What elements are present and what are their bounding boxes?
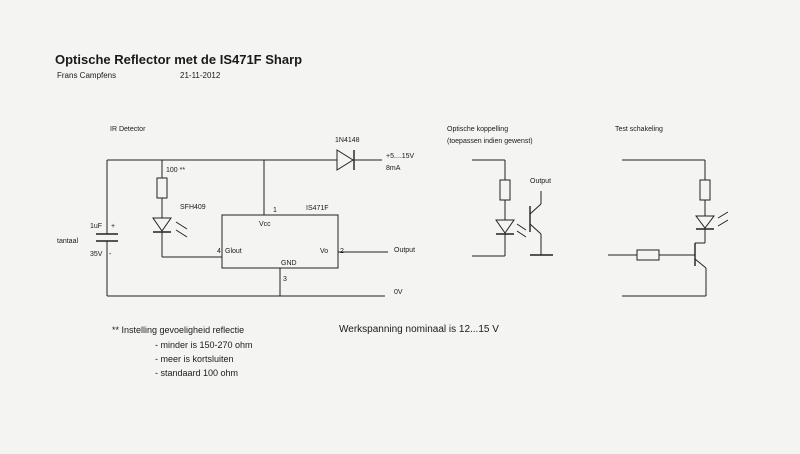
resistor-100-symbol	[156, 177, 168, 199]
pin-gnd-number: 3	[283, 276, 287, 283]
pin-vo-number: 2	[340, 248, 344, 255]
led-sfh409-symbol	[152, 217, 172, 232]
pin-vcc-number: 1	[273, 207, 277, 214]
author: Frans Campfens	[57, 71, 117, 80]
diode-1n4148-symbol	[336, 149, 354, 171]
pin-glout-number: 4	[217, 248, 221, 255]
coupler-note: (toepassen indien gewenst)	[447, 138, 533, 145]
test-led-symbol	[695, 215, 715, 229]
date: 21-11-2012	[180, 71, 221, 80]
capacitor-voltage-label: 35V	[90, 251, 103, 258]
resistor-label: 100 **	[166, 167, 186, 174]
ic-is471f-box	[221, 214, 339, 269]
supply-label: +5....15V	[386, 153, 415, 160]
coupler-label: Optische koppelling	[447, 126, 509, 133]
capacitor-type-label: tantaal	[57, 238, 79, 245]
coupler-led-symbol	[495, 219, 515, 234]
ic-name-label: IS471F	[306, 205, 329, 212]
pin-gnd-label: GND	[281, 260, 297, 267]
supply-current-label: 8mA	[386, 165, 401, 172]
pin-vo-label: Vo	[320, 248, 329, 255]
capacitor-plus-label: +	[111, 223, 116, 230]
capacitor-value-label: 1uF	[90, 223, 103, 230]
output-label: Output	[394, 247, 416, 254]
note-item: - meer is kortsluiten	[155, 354, 234, 364]
ir-detector-label: IR Detector	[110, 126, 146, 133]
capacitor-minus-label: -	[109, 251, 112, 258]
note-item: - minder is 150-270 ohm	[155, 340, 253, 350]
coupler-resistor-symbol	[499, 179, 511, 201]
note-item: - standaard 100 ohm	[155, 368, 239, 378]
led-label: SFH409	[180, 204, 206, 211]
ground-label: 0V	[394, 289, 403, 296]
test-circuit-label: Test schakeling	[615, 126, 663, 133]
notes-heading: ** Instelling gevoeligheid reflectie	[112, 325, 245, 335]
diode-label: 1N4148	[335, 137, 360, 144]
voltage-note: Werkspanning nominaal is 12...15 V	[339, 324, 499, 335]
pin-glout-label: Glout	[225, 248, 242, 255]
test-resistor-symbol	[699, 179, 711, 201]
base-resistor-symbol	[636, 249, 660, 261]
page-title: Optische Reflector met de IS471F Sharp	[55, 52, 303, 67]
coupler-output-label: Output	[530, 178, 552, 185]
pin-vcc-label: Vcc	[259, 221, 271, 228]
